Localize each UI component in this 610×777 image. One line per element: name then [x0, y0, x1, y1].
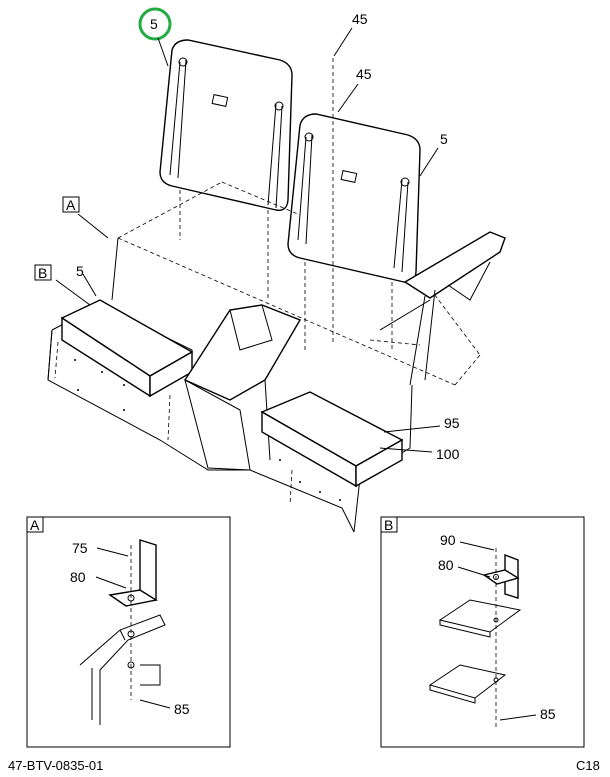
seat-assembly	[47, 39, 506, 533]
detail-b-callout-80: 80	[438, 557, 454, 573]
detail-a-frame	[26, 516, 231, 748]
left-backrest	[159, 39, 293, 300]
detail-a: A 75 80 85	[26, 516, 231, 748]
callout-5-top: 5	[150, 16, 158, 32]
detail-a-callout-85: 85	[174, 701, 190, 717]
callout-45-upper: 45	[352, 11, 368, 27]
callout-5-left: 5	[76, 263, 84, 279]
detail-a-title: A	[30, 517, 40, 533]
leader-lines	[55, 27, 441, 453]
left-cushion	[60, 299, 194, 398]
view-marker-b-label: B	[38, 265, 47, 281]
detail-b-callout-85: 85	[540, 706, 556, 722]
detail-b: B 90 80 85	[380, 516, 585, 748]
callout-100: 100	[436, 446, 460, 462]
right-backrest	[287, 113, 421, 352]
right-cushion	[260, 391, 404, 488]
page-code: C18	[576, 758, 600, 773]
view-marker-b: B	[34, 264, 52, 281]
view-marker-a: A	[62, 196, 80, 213]
highlight-ring	[138, 7, 172, 41]
detail-b-callout-90: 90	[440, 532, 456, 548]
detail-a-callout-75: 75	[72, 540, 88, 556]
detail-a-callout-80: 80	[70, 569, 86, 585]
callout-45-lower: 45	[356, 66, 372, 82]
fastener-dots	[74, 359, 341, 501]
view-marker-a-label: A	[66, 197, 76, 213]
callout-95: 95	[444, 415, 460, 431]
callout-5-right: 5	[440, 131, 448, 147]
part-number: 47-BTV-0835-01	[8, 758, 103, 773]
center-console	[183, 304, 302, 471]
side-bracket	[379, 231, 506, 386]
detail-b-frame	[380, 516, 585, 748]
detail-b-title: B	[384, 517, 393, 533]
